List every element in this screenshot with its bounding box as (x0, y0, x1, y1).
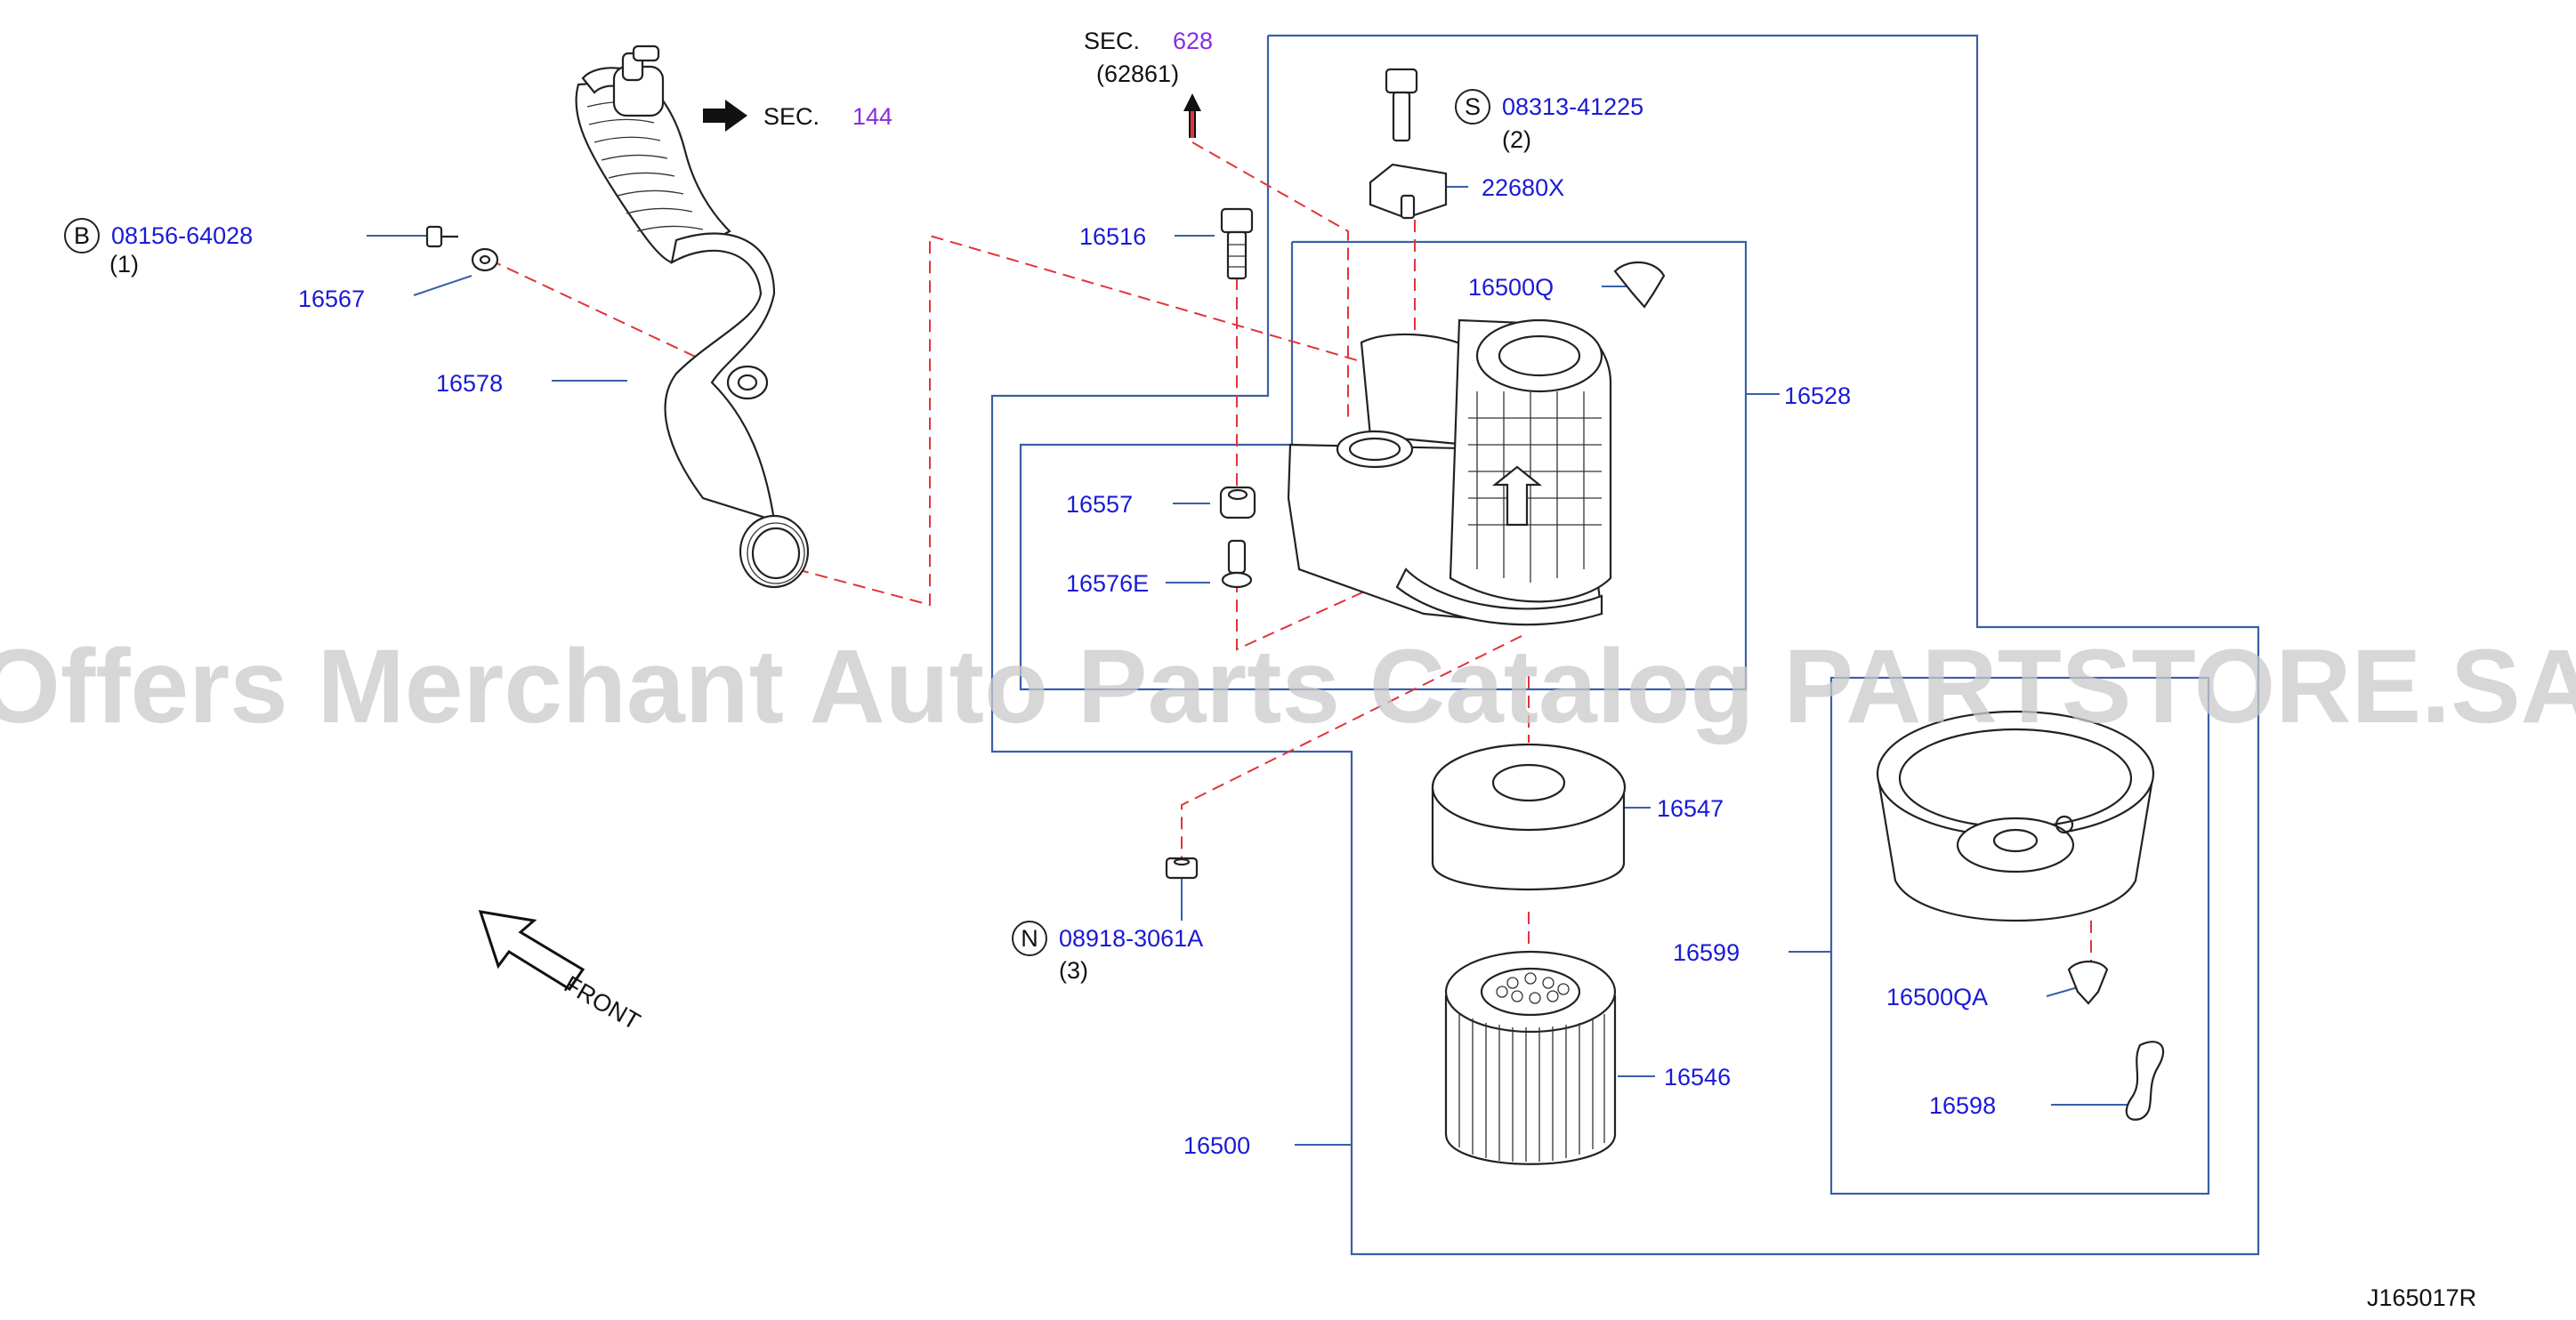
callout-b-circle (64, 218, 100, 254)
clip-16500q-drawing (1613, 261, 1666, 309)
right-arrow-icon (703, 100, 747, 132)
part-16557[interactable]: 16557 (1066, 491, 1133, 518)
grommet-16557-drawing (1219, 486, 1256, 519)
part-08156-64028[interactable]: 08156-64028 (111, 222, 253, 249)
part-16578[interactable]: 16578 (436, 370, 503, 397)
part-16598[interactable]: 16598 (1929, 1092, 1996, 1119)
bolt-16516-drawing (1220, 207, 1254, 280)
clip-16598-drawing (2125, 1041, 2165, 1121)
washer-16567-drawing (471, 247, 499, 272)
bracket-22680x-drawing (1369, 163, 1448, 220)
qty-08313-41225: (2) (1502, 126, 1531, 153)
sec-628-prefix: SEC. (1084, 28, 1140, 54)
callout-b-letter: B (74, 222, 90, 249)
callout-s-letter: S (1465, 93, 1481, 120)
part-16500[interactable]: 16500 (1183, 1132, 1250, 1159)
front-direction-label: FRONT (560, 970, 645, 1034)
front-arrow-icon (478, 910, 585, 992)
sec-144-number[interactable]: 144 (852, 103, 892, 130)
part-16516[interactable]: 16516 (1079, 223, 1146, 250)
sec-144-prefix: SEC. (763, 103, 820, 130)
sec-628-ref[interactable]: SEC. 628 (62861) (1084, 28, 1213, 87)
part-16567[interactable]: 16567 (298, 286, 365, 312)
part-22680x[interactable]: 22680X (1482, 174, 1564, 201)
callout-n-circle (1012, 921, 1047, 956)
part-16599[interactable]: 16599 (1673, 939, 1740, 966)
lower-case-16599-drawing (1876, 710, 2155, 922)
part-16528[interactable]: 16528 (1784, 382, 1851, 409)
part-16546[interactable]: 16546 (1664, 1064, 1731, 1091)
sec-144-ref[interactable]: SEC. 144 (763, 103, 892, 130)
part-08313-41225[interactable]: 08313-41225 (1502, 93, 1643, 120)
callout-s-circle (1455, 89, 1490, 125)
pin-16576e-drawing (1221, 539, 1253, 589)
sec-628-subnumber: (62861) (1096, 60, 1179, 87)
part-16500qa[interactable]: 16500QA (1886, 984, 1988, 1010)
callout-08156-64028[interactable]: B 08156-64028 (1) (64, 218, 253, 278)
filter-element-16546-drawing (1444, 950, 1617, 1165)
part-number-labels: 16567 16578 16516 22680X 16500Q 16528 16… (298, 174, 1996, 1159)
part-16547[interactable]: 16547 (1657, 795, 1724, 822)
qty-08156-64028: (1) (109, 251, 139, 278)
air-duct-hose-drawing (575, 44, 810, 589)
up-arrow-icon (1183, 93, 1201, 138)
part-16500q[interactable]: 16500Q (1468, 274, 1554, 301)
clip-16500qa-drawing (2067, 960, 2109, 1005)
qty-08918-3061a: (3) (1059, 957, 1088, 984)
part-08918-3061a[interactable]: 08918-3061A (1059, 925, 1203, 952)
bolt-08156-drawing (425, 225, 458, 248)
dashed-leaders (489, 141, 2092, 965)
callout-n-letter: N (1021, 925, 1038, 952)
part-16576e[interactable]: 16576E (1066, 570, 1149, 597)
sec-628-number[interactable]: 628 (1173, 28, 1213, 54)
nut-08918-drawing (1165, 857, 1199, 880)
bolt-08313-drawing (1385, 68, 1418, 142)
diagram-code: J165017R (2367, 1284, 2476, 1311)
pre-filter-16547-drawing (1431, 743, 1627, 891)
watermark: Offers Merchant Auto Parts Catalog PARTS… (0, 628, 2576, 745)
upper-housing-drawing (1287, 318, 1612, 626)
callout-08313-41225[interactable]: S 08313-41225 (2) (1455, 89, 1643, 153)
callout-08918-3061a[interactable]: N 08918-3061A (3) (1012, 921, 1203, 984)
